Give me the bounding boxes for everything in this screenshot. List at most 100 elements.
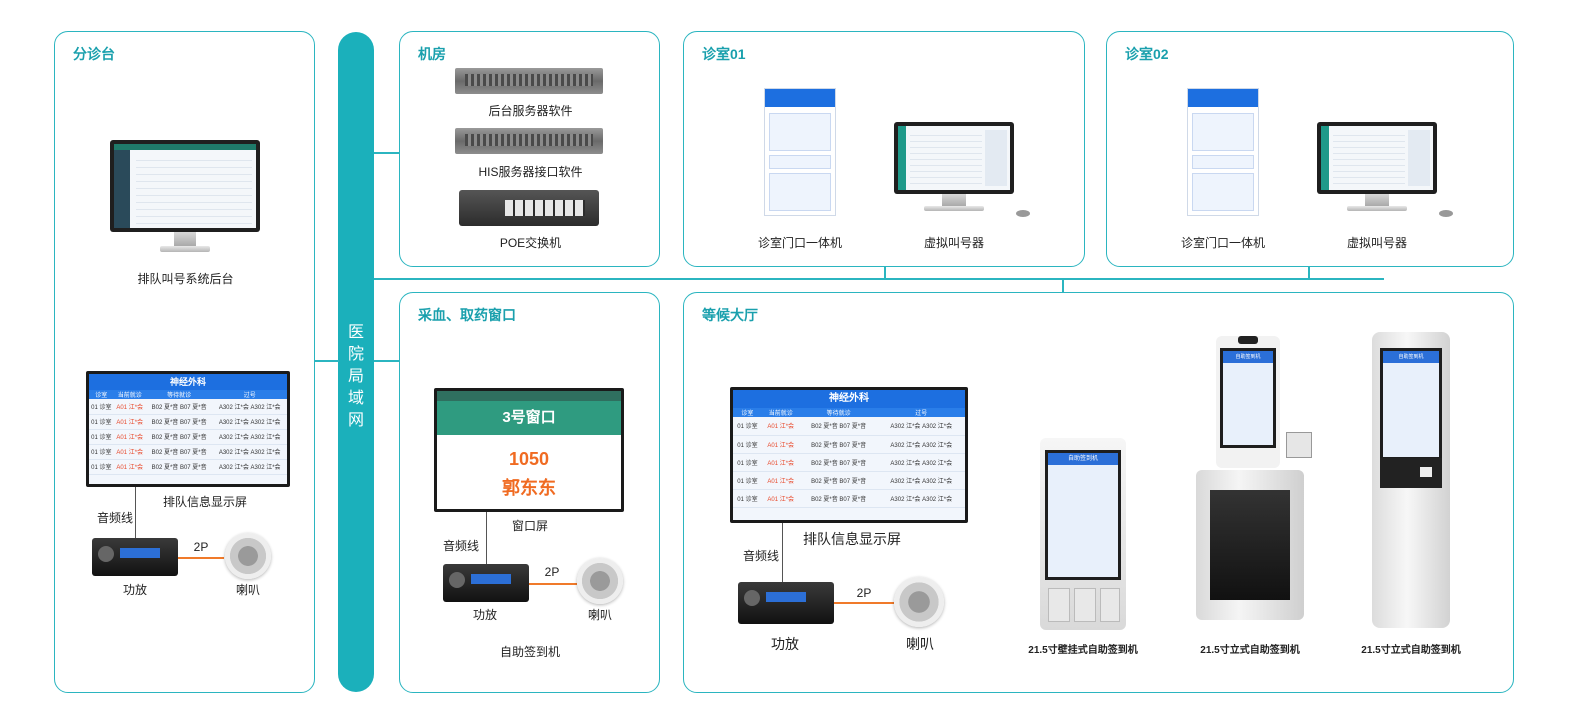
col-waiting: 等待就诊 <box>145 390 213 399</box>
queue-display-label: 排队信息显示屏 <box>803 531 901 547</box>
amp-label: 功放 <box>771 636 799 652</box>
col-waiting: 等待就诊 <box>799 408 878 417</box>
cell: B02 夏*音 B07 夏*音 <box>799 417 878 436</box>
window-screen-label: 窗口屏 <box>511 519 548 533</box>
link-waiting <box>1062 278 1064 292</box>
standing-kiosk: 自助签到机 <box>1216 336 1280 468</box>
kiosk-title: 自助签到机 <box>1048 453 1118 465</box>
speaker-wire <box>178 557 224 559</box>
server-label: 后台服务器软件 <box>488 104 573 118</box>
backend-label: 排队叫号系统后台 <box>137 272 234 286</box>
speaker-label: 喇叭 <box>906 636 934 652</box>
cell: B02 夏*音 B07 夏*音 <box>799 471 878 490</box>
speaker-label: 喇叭 <box>235 583 260 597</box>
table-row: 01 诊室 A01 江*会 B02 夏*音 B07 夏*音 A302 江*会 A… <box>89 444 287 460</box>
cell: A302 江*会 A302 江*会 <box>212 444 287 460</box>
link-pharmacy <box>374 360 400 362</box>
wire-2p-label: 2P <box>856 586 872 600</box>
cell: A302 江*会 A302 江*会 <box>877 489 965 508</box>
speaker <box>894 577 944 627</box>
backend-monitor <box>110 140 260 256</box>
cell: A01 江*会 <box>113 459 146 475</box>
link-clinic01 <box>884 266 886 278</box>
col-room: 诊室 <box>89 390 114 399</box>
window-number: 3号窗口 <box>437 401 621 435</box>
door-terminal <box>764 88 836 216</box>
audio-line-label: 音频线 <box>742 549 779 563</box>
cell: B02 夏*音 B07 夏*音 <box>145 414 213 430</box>
cell: A01 江*会 <box>761 435 800 454</box>
cell: A302 江*会 A302 江*会 <box>212 414 287 430</box>
cell: 01 诊室 <box>733 417 762 436</box>
board-table: 诊室 当前就诊 等待就诊 过号 01 诊室 A01 江*会 B02 夏*音 B0… <box>89 390 287 475</box>
cell: A01 江*会 <box>113 399 146 415</box>
cell: A01 江*会 <box>761 417 800 436</box>
panel-title: 诊室01 <box>702 46 746 62</box>
window-screen: 3号窗口 1050 郭东东 <box>434 388 624 512</box>
cell: A302 江*会 A302 江*会 <box>212 399 287 415</box>
table-row: 01 诊室 A01 江*会 B02 夏*音 B07 夏*音 A302 江*会 A… <box>733 489 965 508</box>
table-row: 01 诊室 A01 江*会 B02 夏*音 B07 夏*音 A302 江*会 A… <box>89 429 287 445</box>
cell: B02 夏*音 B07 夏*音 <box>145 399 213 415</box>
his-server <box>455 128 603 154</box>
cell: A302 江*会 A302 江*会 <box>877 435 965 454</box>
panel-clinic02: 诊室02 诊室门口一体机 虚拟叫号器 <box>1106 31 1514 267</box>
virtual-caller-monitor <box>1317 122 1437 218</box>
amp-label: 功放 <box>122 583 147 597</box>
cell: B02 夏*音 B07 夏*音 <box>145 429 213 445</box>
board-title: 神经外科 <box>89 374 287 390</box>
kiosk-stand2-label: 21.5寸立式自助签到机 <box>1361 645 1461 656</box>
table-row: 01 诊室 A01 江*会 B02 夏*音 B07 夏*音 A302 江*会 A… <box>733 435 965 454</box>
col-missed: 过号 <box>212 390 287 399</box>
board-title: 神经外科 <box>733 390 965 408</box>
speaker <box>577 558 623 604</box>
kiosk-title: 自助签到机 <box>1383 351 1439 363</box>
cell: 01 诊室 <box>89 399 114 415</box>
cell: A01 江*会 <box>113 414 146 430</box>
queue-display-label: 排队信息显示屏 <box>162 495 247 509</box>
cell: B02 夏*音 B07 夏*音 <box>799 435 878 454</box>
kiosk-stand1-label: 21.5寸立式自助签到机 <box>1200 645 1300 656</box>
cell: 01 诊室 <box>733 435 762 454</box>
cell: A302 江*会 A302 江*会 <box>877 417 965 436</box>
amplifier <box>92 538 178 576</box>
cell: 01 诊室 <box>733 471 762 490</box>
kiosk-stand-body <box>1196 470 1304 620</box>
audio-line-label: 音频线 <box>96 511 133 525</box>
door-terminal-label: 诊室门口一体机 <box>1180 236 1265 250</box>
mouse <box>1439 210 1453 217</box>
audio-line-label: 音频线 <box>442 539 479 553</box>
wall-kiosk: 自助签到机 <box>1040 438 1126 630</box>
his-label: HIS服务器接口软件 <box>478 165 583 179</box>
virtual-caller-monitor <box>894 122 1014 218</box>
link-server-room <box>374 152 400 154</box>
speaker-wire <box>529 583 577 585</box>
col-room: 诊室 <box>733 408 762 417</box>
cell: 01 诊室 <box>733 489 762 508</box>
cell: 01 诊室 <box>89 444 114 460</box>
table-row: 01 诊室 A01 江*会 B02 夏*音 B07 夏*音 A302 江*会 A… <box>89 399 287 415</box>
self-checkin-label: 自助签到机 <box>499 645 560 659</box>
panel-server-room: 机房 后台服务器软件 HIS服务器接口软件 POE交换机 <box>399 31 660 267</box>
cell: A302 江*会 A302 江*会 <box>877 471 965 490</box>
audio-wire <box>486 512 487 564</box>
col-current: 当前就诊 <box>761 408 800 417</box>
hospital-lan-bus: 医院局域网 <box>338 32 374 692</box>
queue-display-board: 神经外科 诊室 当前就诊 等待就诊 过号 01 诊室 A01 江*会 B02 夏… <box>86 371 290 487</box>
cell: B02 夏*音 B07 夏*音 <box>799 489 878 508</box>
cell: A01 江*会 <box>113 429 146 445</box>
poe-label: POE交换机 <box>499 236 562 250</box>
lan-label: 医院局域网 <box>347 324 364 429</box>
cell: A01 江*会 <box>113 444 146 460</box>
cell: A302 江*会 A302 江*会 <box>877 453 965 472</box>
link-clinic02 <box>1308 266 1310 278</box>
audio-wire <box>135 487 136 569</box>
cell: B02 夏*音 B07 夏*音 <box>145 444 213 460</box>
patient-name: 郭东东 <box>502 478 556 498</box>
speaker-label: 喇叭 <box>587 608 612 622</box>
panel-clinic01: 诊室01 诊室门口一体机 虚拟叫号器 <box>683 31 1085 267</box>
cell: A302 江*会 A302 江*会 <box>212 429 287 445</box>
link-lower-row <box>374 278 1384 280</box>
audio-wire <box>782 523 783 583</box>
cell: A302 江*会 A302 江*会 <box>212 459 287 475</box>
